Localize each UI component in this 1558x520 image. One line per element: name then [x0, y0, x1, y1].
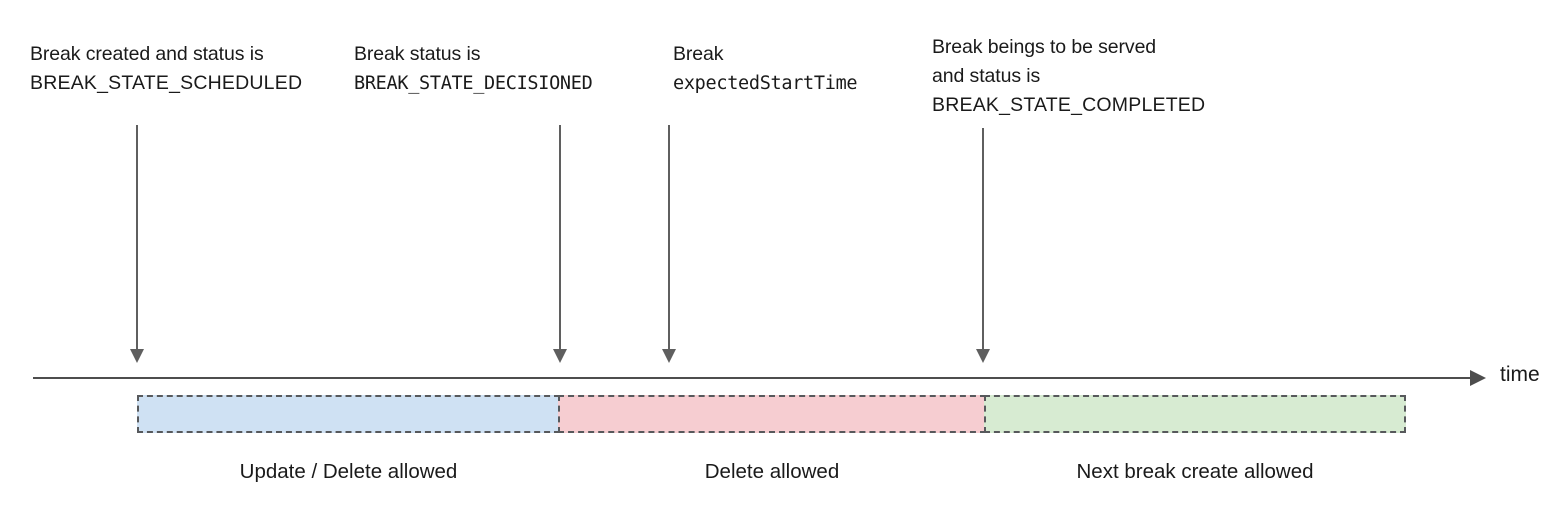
annotation-decisioned: Break status is BREAK_STATE_DECISIONED	[354, 40, 593, 98]
arrow-shaft	[559, 125, 561, 349]
event-arrow-completed	[975, 128, 991, 363]
annotation-line: Break status is	[354, 43, 481, 65]
annotation-line: Break beings to be served	[932, 36, 1157, 58]
phase-bar-delete-only	[558, 395, 986, 433]
annotation-scheduled: Break created and status is BREAK_STATE_S…	[30, 40, 302, 98]
annotation-line: and status is	[932, 65, 1041, 87]
timeline-axis-line	[33, 377, 1470, 379]
event-arrow-scheduled	[129, 125, 145, 363]
phase-bar-update-delete	[137, 395, 560, 433]
annotation-completed: Break beings to be served and status is BR…	[932, 33, 1205, 120]
annotation-line: Break created and status is	[30, 43, 264, 65]
annotation-line: BREAK_STATE_DECISIONED	[354, 73, 593, 94]
event-arrow-decisioned	[552, 125, 568, 363]
phase-caption-update-delete: Update / Delete allowed	[239, 460, 458, 483]
arrow-right-icon	[1470, 370, 1486, 386]
phase-caption-next-break-create: Next break create allowed	[1076, 460, 1314, 483]
arrow-shaft	[136, 125, 138, 349]
annotation-line: Break	[673, 43, 724, 65]
arrow-shaft	[982, 128, 984, 349]
annotation-line: BREAK_STATE_COMPLETED	[932, 94, 1206, 116]
arrow-down-icon	[130, 349, 144, 363]
timeline-axis-label: time	[1500, 363, 1540, 386]
arrow-shaft	[668, 125, 670, 349]
arrow-down-icon	[553, 349, 567, 363]
phase-bar-next-break-create	[984, 395, 1406, 433]
annotation-line: BREAK_STATE_SCHEDULED	[30, 72, 303, 94]
annotation-expected-start-time: Break expectedStartTime	[673, 40, 858, 98]
phase-caption-delete-only: Delete allowed	[704, 460, 840, 483]
event-arrow-expected-start-time	[661, 125, 677, 363]
annotation-line: expectedStartTime	[673, 73, 858, 94]
arrow-down-icon	[662, 349, 676, 363]
arrow-down-icon	[976, 349, 990, 363]
